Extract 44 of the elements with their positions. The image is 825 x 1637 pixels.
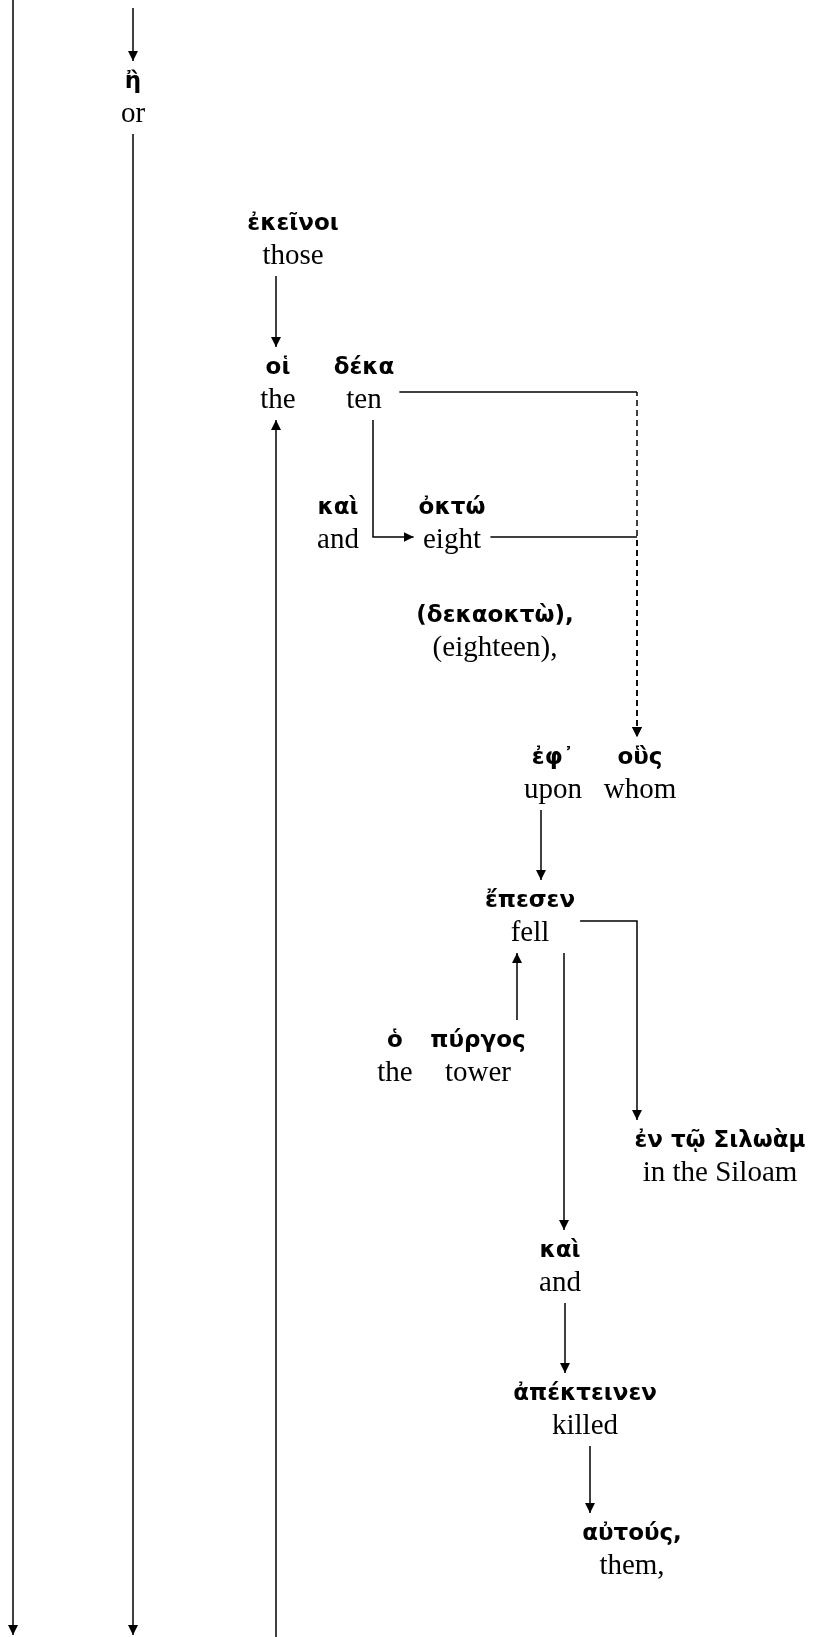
greek-word: αὐτούς, [582, 1518, 682, 1547]
english-gloss: fell [510, 914, 550, 948]
arrow [559, 952, 569, 1231]
greek-word: ἔπεσεν [484, 885, 576, 914]
greek-word: πύργος [430, 1025, 526, 1054]
english-gloss: eight [423, 521, 481, 555]
greek-word: καὶ [539, 1235, 581, 1264]
greek-word: ἢ [124, 66, 142, 95]
arrow [271, 419, 281, 1637]
arrow [512, 952, 522, 1021]
english-gloss: whom [603, 771, 677, 805]
english-gloss: upon [524, 771, 582, 805]
english-gloss: or [120, 95, 146, 129]
arrow [489, 536, 642, 738]
english-gloss: and [539, 1264, 581, 1298]
greek-word: οἱ [265, 352, 291, 381]
greek-word: ἀπέκτεινεν [513, 1378, 657, 1407]
english-gloss: those [262, 237, 324, 271]
arrow [585, 1445, 595, 1514]
greek-word: οὓς [617, 742, 663, 771]
english-gloss: ten [346, 381, 382, 415]
english-gloss: them, [599, 1547, 665, 1581]
english-gloss: in the Siloam [642, 1154, 798, 1188]
arrow [372, 419, 415, 542]
greek-word: ἐν τῷ Σιλωὰμ [634, 1125, 806, 1154]
arrow [128, 7, 138, 62]
greek-word: ὀκτώ [418, 492, 486, 521]
greek-word: καὶ [317, 492, 359, 521]
arrow [536, 809, 546, 881]
english-gloss: killed [551, 1407, 618, 1441]
english-gloss: (eighteen), [432, 629, 558, 663]
arrow [579, 920, 642, 1121]
arrow [560, 1302, 570, 1374]
english-gloss: the [377, 1054, 413, 1088]
greek-word: ὁ [387, 1025, 403, 1054]
greek-word: ἐκεῖνοι [247, 208, 339, 237]
arrow [271, 275, 281, 348]
greek-word: δέκα [333, 352, 395, 381]
arrow [128, 133, 138, 1636]
greek-word: ἐφ᾽ [531, 742, 575, 771]
greek-word: (δεκαοκτὼ), [416, 600, 574, 629]
english-gloss: tower [445, 1054, 511, 1088]
english-gloss: the [260, 381, 296, 415]
english-gloss: and [317, 521, 359, 555]
